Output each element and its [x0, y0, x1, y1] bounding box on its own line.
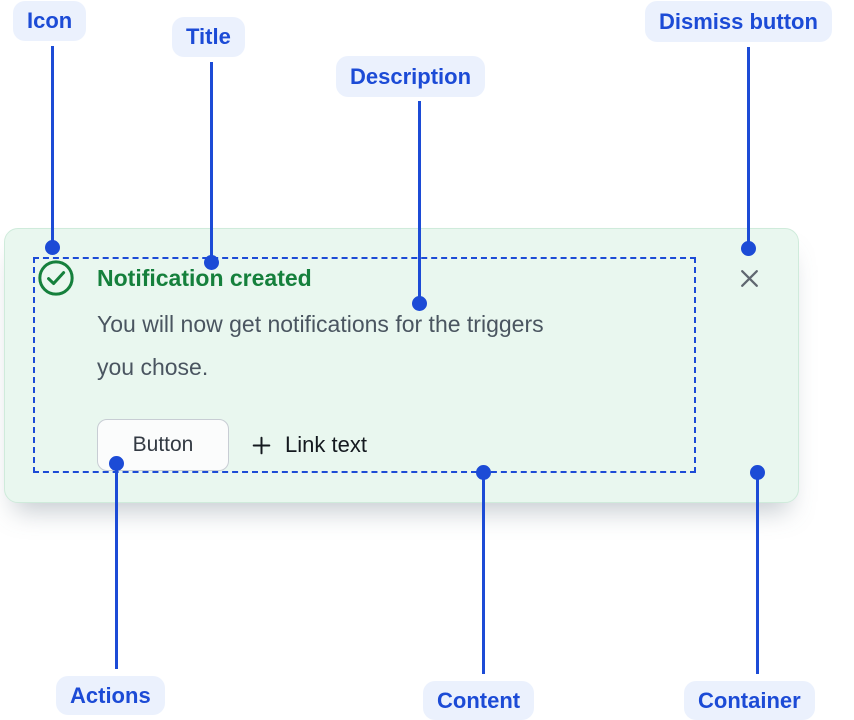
dismiss-button[interactable] [731, 260, 768, 297]
callout-dot-actions [108, 455, 124, 471]
callout-label-description: Description [336, 56, 486, 97]
callout-dot-title [203, 254, 219, 270]
callout-label-title: Title [172, 17, 245, 57]
callout-label-content: Content [423, 681, 535, 720]
callout-line-icon [50, 46, 54, 241]
callout-line-content [481, 479, 485, 674]
callout-line-description [417, 101, 421, 297]
description-line: you chose. [97, 354, 209, 380]
callout-dot-content [475, 464, 491, 480]
plus-icon [252, 436, 271, 454]
callout-dot-description [411, 295, 427, 311]
description-line: You will now get notifications for the t… [97, 311, 544, 337]
callout-dot-container [749, 464, 765, 480]
check-circle-icon [38, 260, 74, 296]
callout-label-icon: Icon [13, 1, 87, 41]
close-icon [741, 270, 758, 287]
callout-dot-dismiss [740, 240, 756, 256]
action-link-label: Link text [285, 432, 367, 457]
callout-line-container [755, 479, 759, 674]
callout-label-actions: Actions [56, 676, 165, 715]
callout-label-dismiss: Dismiss button [645, 1, 832, 42]
notification-title: Notification created [97, 265, 312, 291]
callout-line-title [209, 62, 213, 256]
content-area-outline [33, 257, 696, 473]
action-link[interactable]: Link text [249, 419, 367, 471]
callout-dot-icon [44, 239, 60, 255]
callout-line-actions [114, 470, 118, 669]
callout-label-container: Container [684, 681, 815, 720]
callout-line-dismiss [746, 47, 750, 242]
notification-description: You will now get notifications for the t… [97, 303, 707, 389]
notification-container: Notification created You will now get no… [4, 228, 799, 503]
